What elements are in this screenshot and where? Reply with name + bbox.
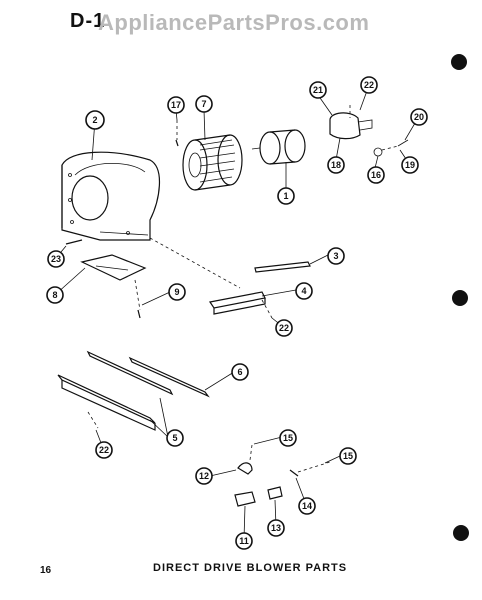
rail-set (86, 350, 210, 398)
callout-9: 9 (168, 283, 186, 301)
svg-text:14: 14 (302, 501, 312, 511)
svg-text:15: 15 (343, 451, 353, 461)
callout-1: 1 (277, 187, 295, 205)
blower-housing (61, 151, 161, 241)
block-11 (234, 491, 256, 507)
callout-11: 11 (235, 532, 253, 550)
svg-text:7: 7 (201, 99, 206, 109)
svg-text:20: 20 (414, 112, 424, 122)
blower-wheel (182, 134, 243, 191)
callout-14: 14 (298, 497, 316, 515)
callout-19: 19 (401, 156, 419, 174)
callout-2: 2 (85, 110, 105, 130)
svg-text:4: 4 (301, 286, 306, 296)
svg-text:17: 17 (171, 100, 181, 110)
callout-4: 4 (295, 282, 313, 300)
motor-bracket (329, 105, 373, 140)
callout-17: 17 (167, 96, 185, 114)
callout-22-bottom: 22 (95, 441, 113, 459)
svg-text:5: 5 (172, 433, 177, 443)
callout-23: 23 (47, 250, 65, 268)
svg-text:15: 15 (283, 433, 293, 443)
callout-3: 3 (327, 247, 345, 265)
svg-text:1: 1 (283, 191, 288, 201)
svg-text:3: 3 (333, 251, 338, 261)
channel-base (57, 374, 156, 431)
svg-text:11: 11 (239, 536, 249, 546)
callout-8: 8 (46, 286, 64, 304)
screw-9 (137, 309, 141, 319)
clip (65, 239, 83, 245)
callout-21: 21 (309, 81, 327, 99)
seal-strip (254, 261, 311, 273)
binder-hole-top (451, 54, 467, 70)
page-code: D-1 (70, 10, 106, 32)
bracket-13 (267, 486, 283, 500)
callout-20: 20 (410, 108, 428, 126)
callout-13: 13 (267, 519, 285, 537)
svg-text:8: 8 (52, 290, 57, 300)
page-caption: DIRECT DRIVE BLOWER PARTS (153, 562, 348, 574)
angle-bracket (208, 291, 266, 315)
svg-text:9: 9 (174, 287, 179, 297)
callout-16: 16 (367, 166, 385, 184)
callout-16-lower: 15 (279, 429, 297, 447)
svg-text:22: 22 (279, 323, 289, 333)
watermark: AppliancePartsPros.com (98, 10, 370, 35)
terminal-14 (289, 469, 299, 477)
svg-text:19: 19 (405, 160, 415, 170)
svg-text:22: 22 (99, 445, 109, 455)
mounting-plate (80, 254, 147, 281)
callout-12: 12 (195, 467, 213, 485)
svg-text:22: 22 (364, 80, 374, 90)
binder-hole-bottom (453, 525, 469, 541)
svg-text:2: 2 (92, 115, 97, 125)
page-number: 16 (40, 565, 52, 576)
binder-hole-middle (452, 290, 468, 306)
svg-text:13: 13 (271, 523, 281, 533)
callout-18: 18 (327, 156, 345, 174)
callout-22-lower: 22 (275, 319, 293, 337)
clamp-12 (237, 462, 253, 475)
svg-text:6: 6 (237, 367, 242, 377)
set-screw (175, 139, 179, 147)
callout-6: 6 (231, 363, 249, 381)
svg-text:23: 23 (51, 254, 61, 264)
callout-7: 7 (195, 95, 213, 113)
svg-text:18: 18 (331, 160, 341, 170)
svg-text:21: 21 (313, 85, 323, 95)
callout-5: 5 (166, 429, 184, 447)
callout-15: 15 (339, 447, 357, 465)
svg-text:12: 12 (199, 471, 209, 481)
motor (251, 129, 306, 165)
screw (397, 139, 409, 147)
callout-22: 22 (360, 76, 378, 94)
svg-text:16: 16 (371, 170, 381, 180)
